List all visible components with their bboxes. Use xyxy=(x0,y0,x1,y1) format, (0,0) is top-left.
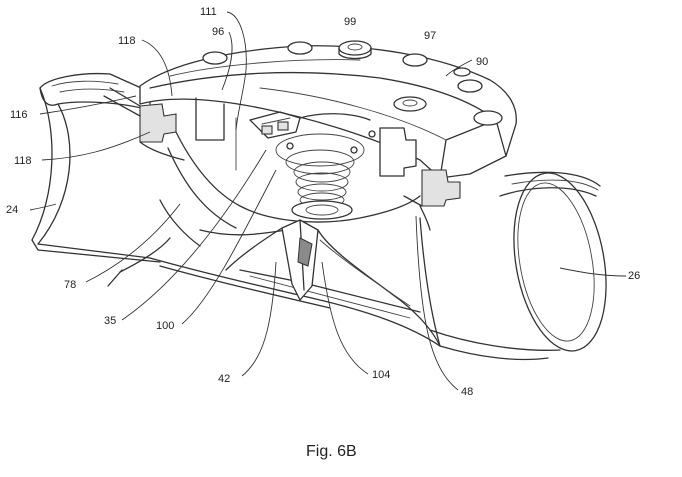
left-pipe-section xyxy=(31,72,171,287)
ref-label-116: 116 xyxy=(10,109,28,121)
right-clamp xyxy=(403,169,461,231)
ref-label-35: 35 xyxy=(104,315,117,327)
valve-disc xyxy=(159,97,421,247)
figure-caption: Fig. 6B xyxy=(306,443,357,460)
ref-label-26: 26 xyxy=(628,270,641,282)
ref-label-97: 97 xyxy=(424,30,437,42)
support-strut xyxy=(225,219,441,347)
right-pipe-section xyxy=(419,171,607,361)
ref-label-24: 24 xyxy=(6,204,19,216)
ref-label-100: 100 xyxy=(156,320,175,332)
ref-label-90: 90 xyxy=(476,56,489,68)
ref-label-118-top: 118 xyxy=(118,35,136,47)
ref-label-78: 78 xyxy=(64,279,77,291)
ref-label-96: 96 xyxy=(212,26,225,38)
ref-label-42: 42 xyxy=(218,373,231,385)
ref-label-104: 104 xyxy=(372,369,391,381)
coil-spring xyxy=(275,130,376,220)
ref-label-48: 48 xyxy=(461,386,474,398)
ref-label-111: 111 xyxy=(200,6,217,18)
bolts xyxy=(202,40,503,126)
ref-label-99: 99 xyxy=(344,16,357,28)
housing-lid xyxy=(139,45,517,179)
leader-lines xyxy=(29,11,627,391)
hinge-mechanism xyxy=(249,111,371,139)
ref-label-118-left: 118 xyxy=(14,155,32,167)
